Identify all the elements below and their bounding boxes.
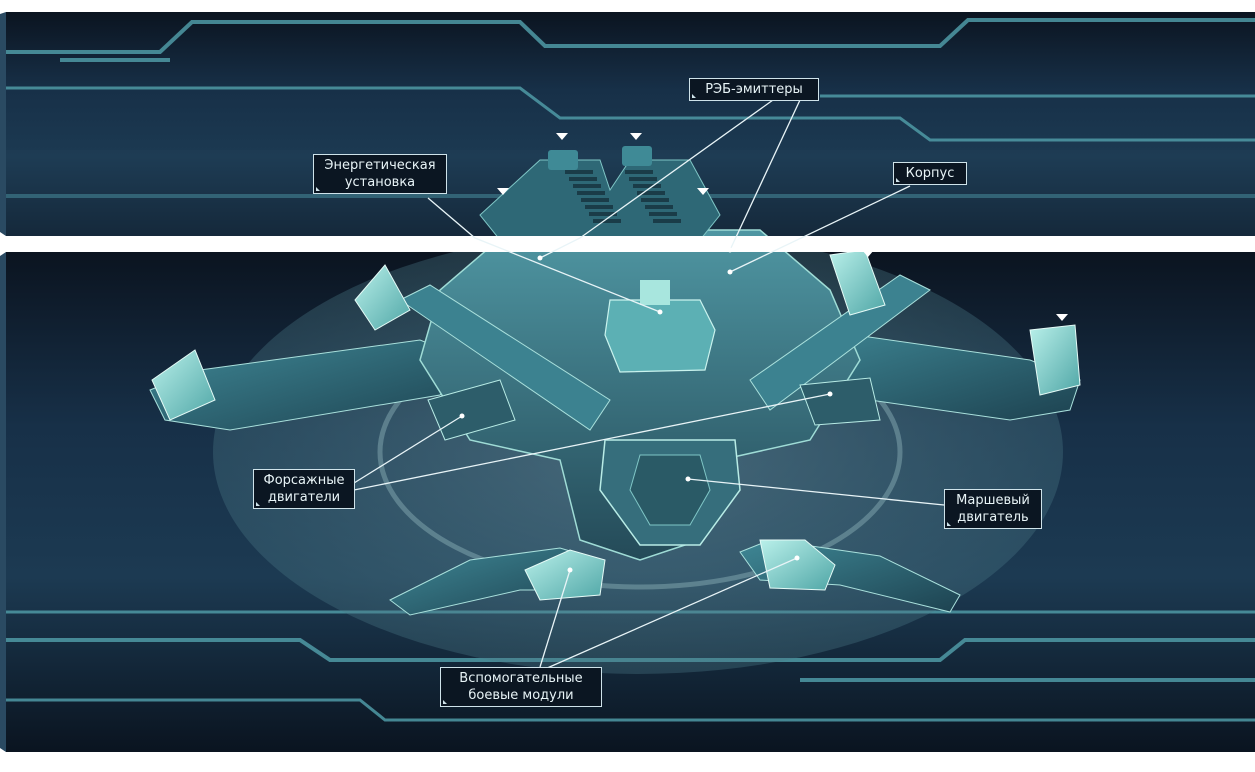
leader-line xyxy=(353,393,831,491)
spine-rib xyxy=(625,170,653,174)
label-hull: Корпус xyxy=(893,162,967,185)
spine-rib xyxy=(569,177,597,181)
spine-rib xyxy=(581,198,609,202)
spine-rib xyxy=(573,184,601,188)
marker-triangle-icon xyxy=(497,188,509,195)
leader-line xyxy=(539,569,571,668)
label-main-engine-line1: Маршевый xyxy=(956,493,1030,508)
marker-triangle-icon xyxy=(1056,314,1068,321)
afterburner-right xyxy=(799,377,881,426)
emitter-left xyxy=(548,150,578,170)
afterburner-left xyxy=(427,379,516,441)
spine-rib xyxy=(637,191,665,195)
pod xyxy=(1029,324,1081,396)
power-plant xyxy=(604,299,716,373)
pod xyxy=(829,252,886,316)
label-aux-modules-line2: боевые модули xyxy=(468,688,574,703)
strut-left xyxy=(399,284,611,431)
label-power-plant-line2: установка xyxy=(344,175,416,190)
pod xyxy=(524,549,606,601)
spine-rib xyxy=(629,177,657,181)
leader-line xyxy=(427,197,661,313)
spine-rib xyxy=(653,219,681,223)
spine-rib xyxy=(585,205,613,209)
label-power-plant-line1: Энергетическая xyxy=(324,158,436,173)
marker-triangle-icon xyxy=(630,133,642,140)
leader-dot xyxy=(727,269,733,275)
leader-dot xyxy=(537,255,543,261)
leader-line xyxy=(729,99,801,251)
label-main-engine-line2: двигатель xyxy=(957,510,1029,525)
label-main-engine: Маршевый двигатель xyxy=(944,489,1042,529)
spine-rib xyxy=(577,191,605,195)
emitter-right xyxy=(622,146,652,166)
leader-line xyxy=(729,185,911,273)
spine-rib xyxy=(589,212,617,216)
marker-triangle-icon xyxy=(697,188,709,195)
leader-line xyxy=(687,478,945,506)
spine-rib xyxy=(641,198,669,202)
leader-dot xyxy=(794,555,800,561)
spine-rib xyxy=(633,184,661,188)
leader-line xyxy=(519,557,798,681)
spine-rib xyxy=(645,205,673,209)
leader-dot xyxy=(657,309,663,315)
label-afterburners-line1: Форсажные xyxy=(263,473,345,488)
pod xyxy=(151,349,216,421)
power-plant-core xyxy=(640,280,670,305)
label-reb-emitters: РЭБ-эмиттеры xyxy=(689,78,819,101)
circuit-line xyxy=(6,698,1255,722)
pod xyxy=(759,539,836,591)
label-aux-modules-line1: Вспомогательные xyxy=(459,671,583,686)
label-afterburners: Форсажные двигатели xyxy=(253,469,355,509)
marker-triangle-icon xyxy=(556,133,568,140)
label-reb-emitters-text: РЭБ-эмиттеры xyxy=(705,82,803,97)
circuit-line xyxy=(6,86,1255,142)
leader-dot xyxy=(459,413,465,419)
leader-dot xyxy=(727,247,733,253)
leader-line xyxy=(353,415,463,484)
leader-dot xyxy=(685,476,691,482)
pod xyxy=(354,264,411,331)
label-hull-text: Корпус xyxy=(905,166,955,181)
spine-rib xyxy=(593,219,621,223)
main-engine-nozzle xyxy=(629,454,711,526)
circuit-line xyxy=(6,18,1255,54)
leader-line xyxy=(539,99,774,259)
strut-right xyxy=(749,274,931,411)
label-power-plant: Энергетическая установка xyxy=(313,154,447,194)
label-aux-modules: Вспомогательные боевые модули xyxy=(440,667,602,707)
leader-dot xyxy=(567,567,573,573)
label-afterburners-line2: двигатели xyxy=(267,490,341,505)
spine-rib xyxy=(649,212,677,216)
ship-hull xyxy=(419,252,861,561)
leader-dot xyxy=(827,391,833,397)
marker-triangle-icon xyxy=(862,250,874,257)
spine-rib xyxy=(565,170,593,174)
